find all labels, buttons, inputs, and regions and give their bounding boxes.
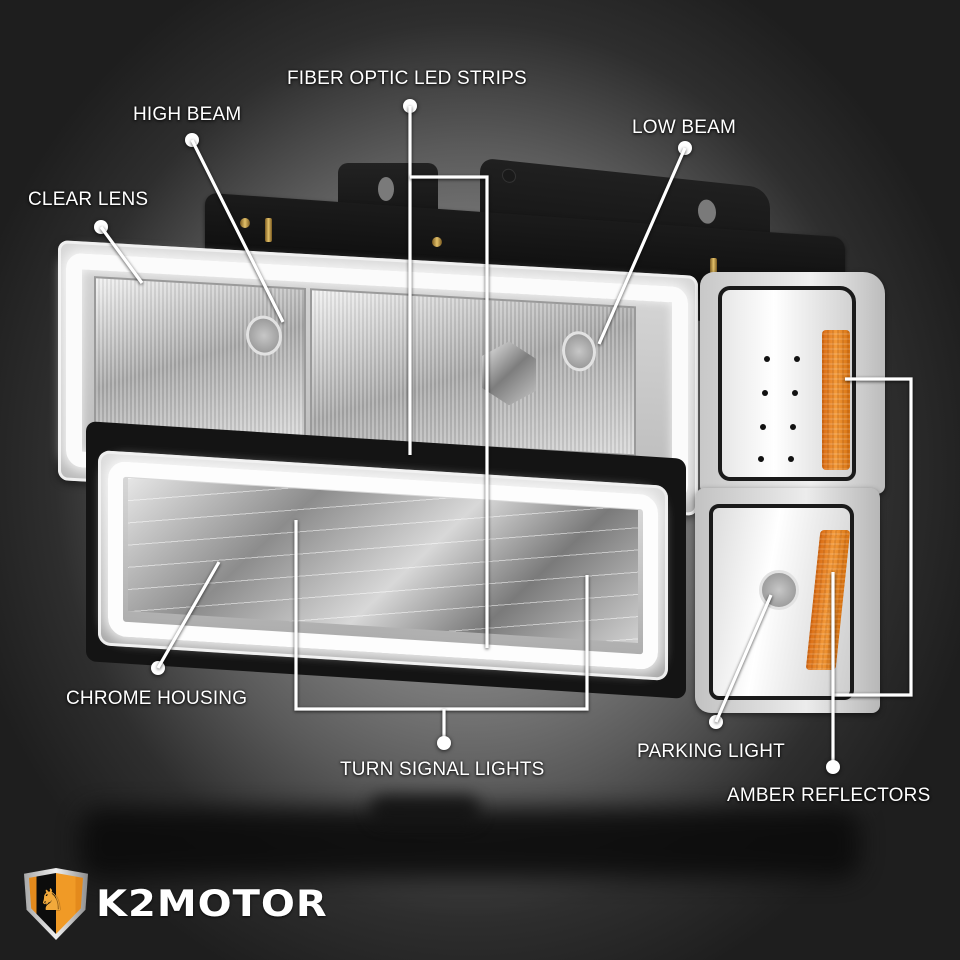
amber-reflector-lower <box>805 530 851 670</box>
parking-light-bulb <box>759 570 799 610</box>
ground-shadow-bump <box>370 795 480 825</box>
griffin-icon: ♞ <box>38 884 65 917</box>
mounting-pin <box>265 218 272 242</box>
mounting-screw <box>432 237 442 247</box>
parking-light-lens <box>709 504 854 700</box>
amber-reflector-upper <box>822 330 850 470</box>
headlight-lower <box>98 450 668 681</box>
brand-logo: ♞ K2MOTOR <box>24 868 328 940</box>
high-beam-bulb <box>246 314 282 357</box>
label-parking-light: PARKING LIGHT <box>637 741 785 762</box>
high-beam-reflector <box>94 276 306 438</box>
label-fiber-optic-led-strips: FIBER OPTIC LED STRIPS <box>287 68 527 89</box>
label-chrome-housing: CHROME HOUSING <box>66 688 248 709</box>
label-turn-signal-lights: TURN SIGNAL LIGHTS <box>340 759 545 780</box>
corner-light-upper <box>700 272 885 494</box>
label-high-beam: HIGH BEAM <box>133 104 242 125</box>
bulb-socket <box>482 340 536 407</box>
low-beam-reflector <box>310 288 636 457</box>
corner-lens-upper <box>718 286 856 481</box>
corner-light-lower <box>695 488 880 713</box>
label-clear-lens: CLEAR LENS <box>28 189 149 210</box>
label-amber-reflectors: AMBER REFLECTORS <box>727 785 931 806</box>
low-beam-bulb <box>562 330 596 373</box>
brand-name: K2MOTOR <box>96 882 328 926</box>
mounting-screw <box>240 218 250 228</box>
griffin-shield-icon: ♞ <box>24 868 88 940</box>
label-low-beam: LOW BEAM <box>632 117 737 138</box>
